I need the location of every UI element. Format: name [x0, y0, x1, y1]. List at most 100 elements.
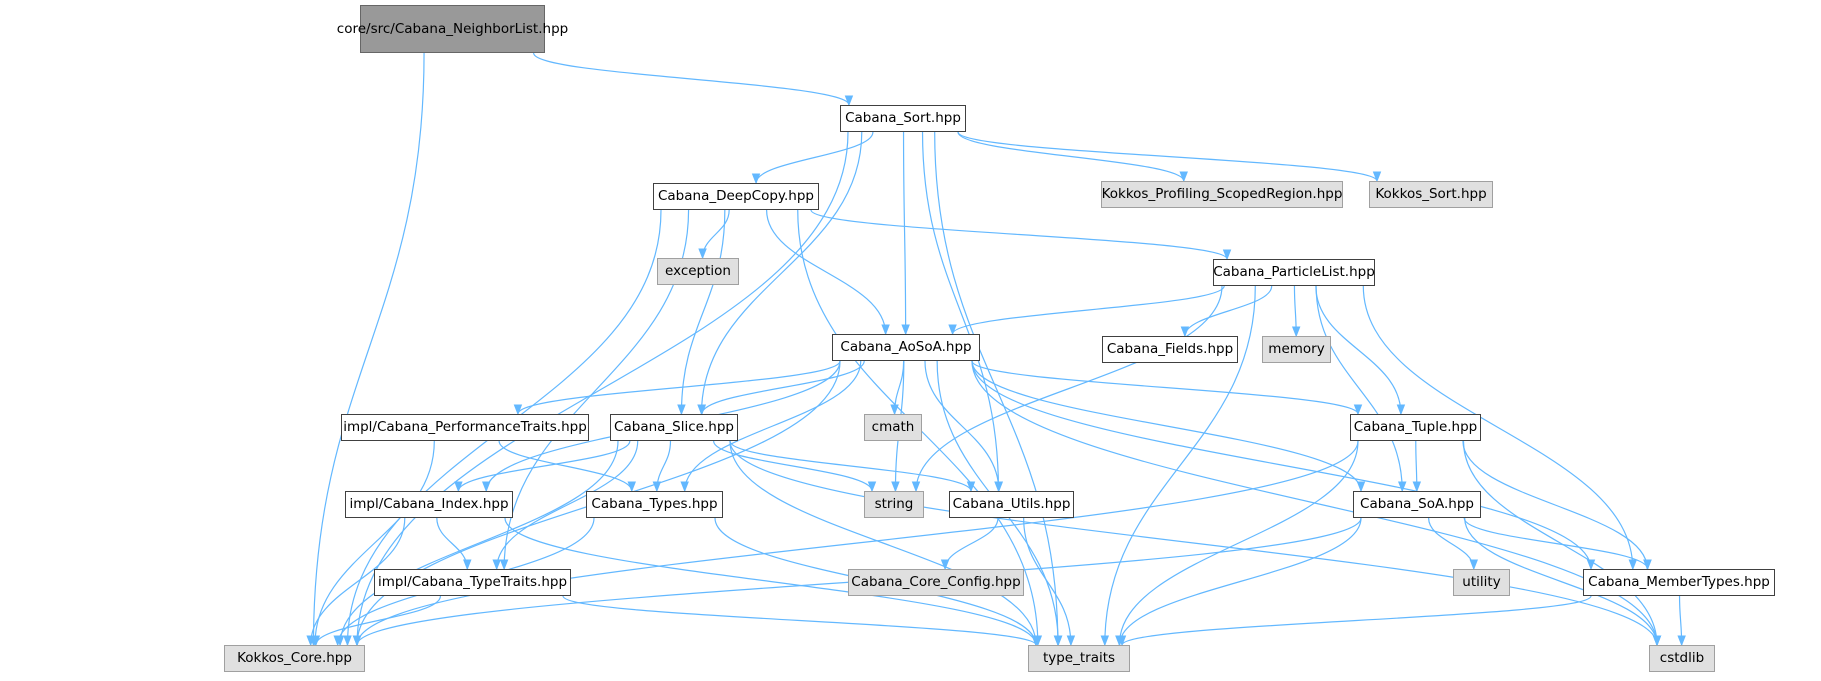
- node-cabana-performancetraits[interactable]: impl/Cabana_PerformanceTraits.hpp: [341, 414, 589, 441]
- edge-tuple-to-cstdlib: [1462, 440, 1658, 646]
- node-cabana-soa[interactable]: Cabana_SoA.hpp: [1353, 491, 1481, 518]
- node-memory: memory: [1262, 336, 1331, 363]
- edge-tuple-to-membertypes: [1462, 440, 1648, 570]
- arrowhead-utils-to-coreconfig: [940, 559, 950, 571]
- node-cabana-slice[interactable]: Cabana_Slice.hpp: [610, 414, 738, 441]
- node-cabana-membertypes[interactable]: Cabana_MemberTypes.hpp: [1583, 569, 1775, 596]
- edge-slice-to-utils: [729, 440, 972, 492]
- node-cabana-utils[interactable]: Cabana_Utils.hpp: [949, 491, 1074, 518]
- arrowhead-plist-to-tt: [1100, 635, 1110, 647]
- edge-aosoa-to-membertypes: [971, 360, 1592, 570]
- arrowhead-slice-to-typetraits: [492, 559, 501, 571]
- arrowhead-plist-to-soa: [1398, 481, 1407, 493]
- arrowhead-root-to-sort: [844, 95, 854, 107]
- edge-aosoa-to-slice: [701, 360, 865, 415]
- node-kokkos-profiling-scopedregion: Kokkos_Profiling_ScopedRegion.hpp: [1101, 181, 1343, 208]
- arrowhead-soa-to-kcore: [352, 635, 362, 647]
- edge-soa-to-cstdlib: [1464, 517, 1658, 646]
- edge-index-to-tt: [504, 517, 1037, 646]
- edge-aosoa-to-utils: [924, 360, 1000, 492]
- arrowhead-typetraits-to-tt: [1031, 635, 1041, 647]
- arrowhead-aosoa-to-cmath: [890, 404, 899, 416]
- arrowhead-slice-to-utils: [966, 481, 976, 493]
- edge-sort-to-aosoa: [902, 131, 907, 335]
- edge-tuple-to-kcore: [356, 440, 1359, 646]
- edge-aosoa-to-soa: [971, 360, 1362, 492]
- edge-slice-to-index: [457, 440, 631, 492]
- arrowhead-aosoa-to-string: [891, 481, 900, 493]
- arrowhead-slice-to-index: [454, 481, 463, 493]
- node-cabana-tuple[interactable]: Cabana_Tuple.hpp: [1350, 414, 1481, 441]
- arrowhead-soa-to-utility: [1469, 559, 1478, 571]
- edge-deepcopy-to-aosoa: [766, 209, 887, 335]
- edge-aosoa-to-perf: [517, 360, 841, 415]
- arrowhead-aosoa-to-types: [680, 481, 689, 493]
- edge-sort-to-utils: [921, 131, 1000, 492]
- edge-slice-to-typetraits: [496, 440, 639, 570]
- arrowhead-types-to-kcore: [333, 635, 342, 647]
- arrowhead-typetraits-to-kcore: [311, 635, 321, 647]
- arrowhead-aosoa-to-perf: [513, 404, 523, 416]
- arrowhead-tuple-to-soa: [1412, 481, 1422, 493]
- node-cabana-index[interactable]: impl/Cabana_Index.hpp: [345, 491, 513, 518]
- edge-typetraits-to-kcore: [315, 595, 442, 646]
- edge-sort-to-slice: [700, 131, 863, 415]
- edge-deepcopy-to-plist: [810, 209, 1228, 260]
- edge-soa-to-tt: [1118, 517, 1362, 646]
- node-cabana-aosoa[interactable]: Cabana_AoSoA.hpp: [832, 334, 980, 361]
- edge-perf-to-kcore: [314, 440, 435, 646]
- edge-slice-to-cstdlib: [729, 440, 1658, 646]
- node-cabana-deepcopy[interactable]: Cabana_DeepCopy.hpp: [653, 183, 819, 210]
- edge-root-to-sort: [532, 52, 850, 106]
- arrowhead-slice-to-types: [652, 481, 662, 493]
- arrowhead-deepcopy-to-aosoa: [881, 324, 890, 336]
- node-cabana-neighborlist: core/src/Cabana_NeighborList.hpp: [337, 5, 568, 53]
- arrowhead-aosoa-to-soa: [1356, 481, 1366, 493]
- arrowhead-utils-to-tt: [1066, 635, 1076, 647]
- node-cabana-fields[interactable]: Cabana_Fields.hpp: [1102, 336, 1238, 363]
- arrowhead-plist-to-tuple: [1396, 404, 1406, 416]
- node-kokkos-sort: Kokkos_Sort.hpp: [1369, 181, 1493, 208]
- edge-slice-to-kcore: [339, 440, 619, 646]
- edge-sort-to-tt: [934, 131, 1059, 646]
- node-type-traits: type_traits: [1028, 645, 1130, 672]
- arrowhead-deepcopy-to-typetraits: [499, 559, 509, 571]
- arrowhead-index-to-typetraits: [463, 559, 472, 571]
- edge-plist-to-aosoa: [951, 285, 1225, 335]
- arrowhead-plist-to-aosoa: [948, 324, 957, 336]
- arrowhead-deepcopy-to-plist: [1222, 249, 1232, 261]
- arrowhead-aosoa-to-tt: [1054, 635, 1063, 647]
- edge-plist-to-membertypes: [1362, 285, 1634, 570]
- arrowhead-soa-to-membertypes: [1643, 559, 1652, 571]
- node-cabana-types[interactable]: Cabana_Types.hpp: [586, 491, 723, 518]
- node-cmath: cmath: [864, 414, 922, 441]
- arrowhead-perf-to-types: [627, 481, 636, 493]
- node-cabana-typetraits[interactable]: impl/Cabana_TypeTraits.hpp: [374, 569, 571, 596]
- arrowhead-deepcopy-to-slice: [677, 404, 686, 416]
- arrowhead-aosoa-to-index: [482, 481, 491, 493]
- edge-utils-to-tt: [1023, 517, 1072, 646]
- node-cabana-core-config: Cabana_Core_Config.hpp: [848, 569, 1024, 596]
- arrowhead-deepcopy-to-exception: [698, 248, 707, 260]
- edge-sort-to-deepcopy: [755, 131, 874, 184]
- arrowhead-sort-to-aosoa: [901, 324, 910, 336]
- node-cabana-sort[interactable]: Cabana_Sort.hpp: [840, 105, 966, 132]
- edge-plist-to-tt: [1104, 285, 1256, 646]
- edge-plist-to-string: [915, 285, 1223, 492]
- edge-slice-to-tt: [729, 440, 1037, 646]
- edge-sort-to-ksort: [957, 131, 1378, 182]
- arrowhead-sort-to-deepcopy: [751, 173, 761, 185]
- edge-plist-to-soa: [1315, 285, 1403, 492]
- edge-index-to-typetraits: [436, 517, 468, 570]
- arrowhead-aosoa-to-utils: [994, 481, 1004, 493]
- arrowhead-plist-to-memory: [1291, 326, 1301, 338]
- arrowhead-deepcopy-to-kcore: [343, 635, 352, 647]
- arrowhead-slice-to-string: [867, 481, 877, 493]
- node-exception: exception: [657, 258, 739, 285]
- arrowhead-aosoa-to-slice: [697, 404, 707, 416]
- arrowhead-sort-to-kprof: [1179, 171, 1188, 183]
- node-cabana-particlelist[interactable]: Cabana_ParticleList.hpp: [1213, 259, 1375, 286]
- edge-perf-to-types: [498, 440, 633, 492]
- edge-aosoa-to-tuple: [971, 360, 1359, 415]
